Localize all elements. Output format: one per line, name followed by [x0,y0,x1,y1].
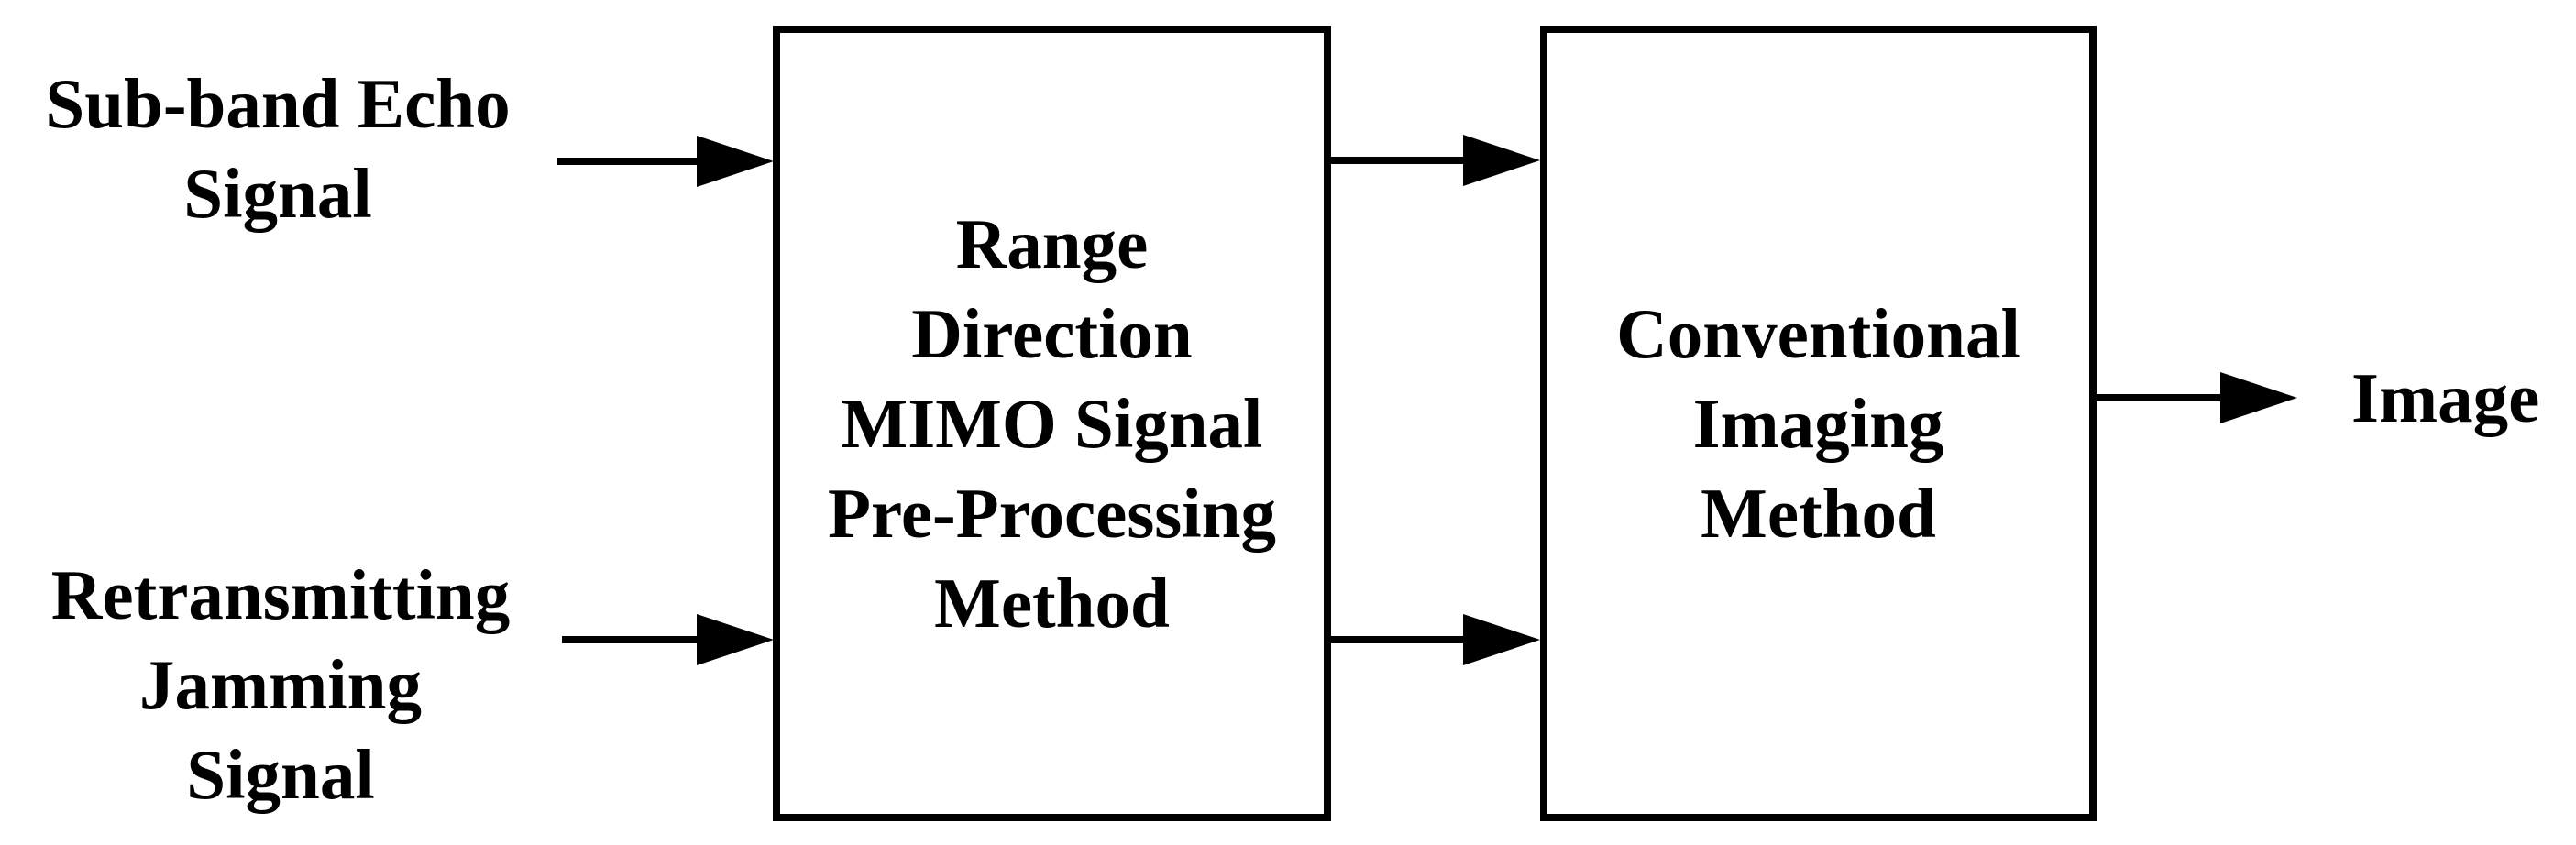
block-label-line: Direction [911,294,1193,373]
arrow-shaft [557,158,704,165]
block-conventional-imaging-method: Conventional Imaging Method [1540,26,2097,821]
block-label-line: Pre-Processing [828,474,1276,553]
arrow-shaft [2091,394,2220,401]
arrow-shaft [562,636,704,643]
input-label-retransmitting-jamming-signal: Retransmitting Jamming Signal [13,550,548,819]
arrow-head-icon [1463,135,1540,186]
input-label-line: Retransmitting [50,555,511,634]
input-label-line: Signal [183,154,372,233]
input-label-sub-band-echo-signal: Sub-band Echo Signal [13,59,543,238]
arrow-head-icon [1463,614,1540,665]
block-label-line: Imaging [1692,384,1944,463]
block-label-line: Conventional [1616,294,2020,373]
block-label-line: Range [955,204,1149,283]
block-preprocessing-method: Range Direction MIMO Signal Pre-Processi… [773,26,1331,821]
arrow-head-icon [697,614,774,665]
input-label-line: Sub-band Echo [45,64,511,143]
block-label-line: Method [934,564,1170,642]
arrow-shaft [1326,157,1465,164]
input-label-line: Jamming [139,645,422,724]
input-label-line: Signal [186,735,375,814]
arrow-head-icon [2220,372,2297,423]
output-label-image: Image [2351,358,2540,437]
arrow-head-icon [697,136,774,187]
block-label-line: Method [1701,474,1936,553]
block-label-line: MIMO Signal [841,384,1263,463]
arrow-shaft [1326,636,1465,643]
